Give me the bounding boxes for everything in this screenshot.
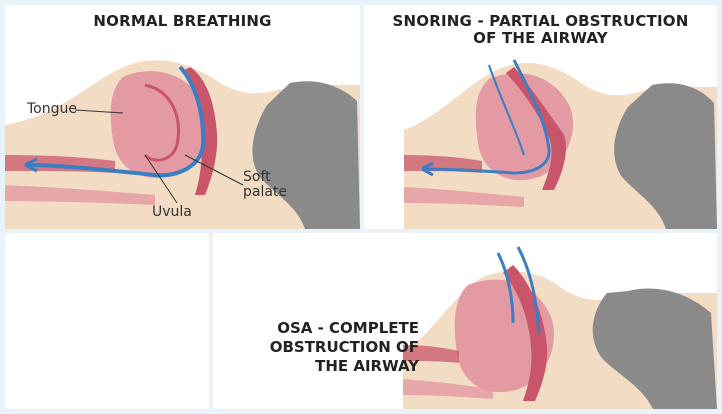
illustration-snoring-airway bbox=[364, 5, 717, 229]
osa-title-line2: OBSTRUCTION OF bbox=[269, 338, 419, 357]
osa-title-line3: THE AIRWAY bbox=[269, 357, 419, 376]
label-soft-palate-line2: palate bbox=[243, 185, 287, 200]
panel-snoring: SNORING - PARTIAL OBSTRUCTION OF THE AIR… bbox=[364, 5, 717, 229]
panel-empty bbox=[5, 233, 209, 409]
label-uvula: Uvula bbox=[152, 205, 192, 220]
label-tongue: Tongue bbox=[27, 102, 77, 117]
osa-title: OSA - COMPLETE OBSTRUCTION OF THE AIRWAY bbox=[269, 319, 419, 376]
osa-title-line1: OSA - COMPLETE bbox=[269, 319, 419, 338]
panel-osa: OSA - COMPLETE OBSTRUCTION OF THE AIRWAY bbox=[213, 233, 717, 409]
panel-normal-breathing: NORMAL BREATHING Tongue Soft palate Uvul… bbox=[5, 5, 360, 229]
illustration-normal-airway bbox=[5, 5, 360, 229]
label-soft-palate-line1: Soft bbox=[243, 170, 271, 185]
